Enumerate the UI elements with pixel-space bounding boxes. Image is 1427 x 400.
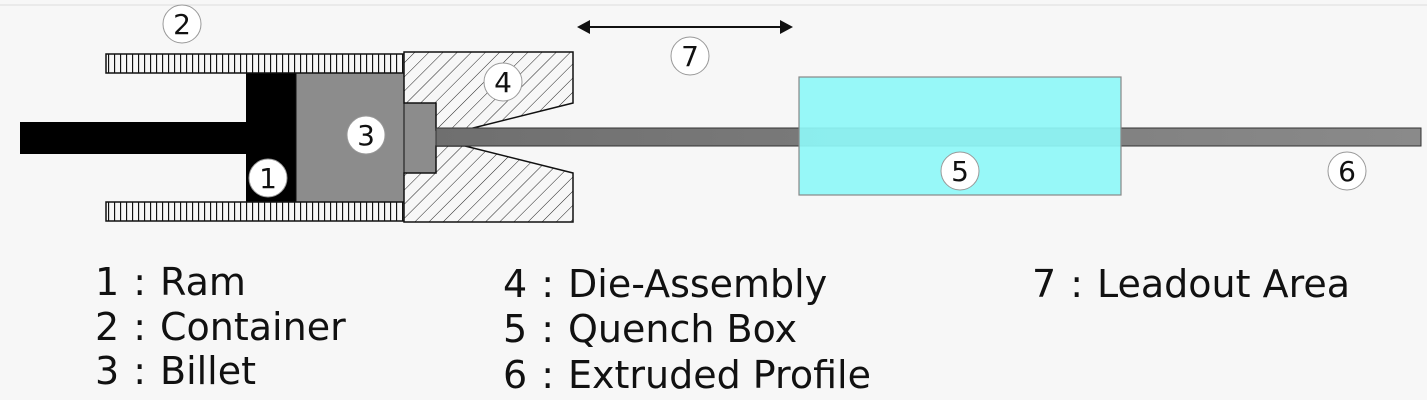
svg-text:4: 4	[494, 66, 512, 99]
svg-text:5: 5	[951, 155, 969, 188]
legend-item-ram: 1: Ram	[95, 263, 246, 301]
legend-number: 7	[1032, 262, 1057, 306]
legend-label: Ram	[160, 260, 246, 304]
svg-text:1: 1	[259, 162, 277, 195]
legend-separator: :	[133, 260, 146, 304]
press-schematic: 2 4 7 3 1 5 6	[0, 4, 1427, 223]
legend-separator: :	[541, 307, 554, 351]
marker-2: 2	[162, 4, 202, 44]
legend-label: Container	[160, 305, 346, 349]
legend-separator: :	[1070, 262, 1083, 306]
svg-text:7: 7	[681, 40, 699, 73]
legend-number: 1	[95, 260, 120, 304]
ram-rod	[20, 122, 250, 154]
legend-item-extruded-profile: 6: Extruded Profile	[503, 356, 871, 394]
legend-number: 2	[95, 305, 120, 349]
marker-3: 3	[346, 115, 386, 155]
svg-text:2: 2	[173, 8, 191, 41]
marker-4: 4	[483, 62, 523, 102]
legend-number: 5	[503, 307, 528, 351]
container-bottom	[105, 201, 405, 222]
leadout-area-arrow	[577, 20, 793, 34]
legend-label: Quench Box	[568, 307, 798, 351]
legend-separator: :	[541, 353, 554, 397]
legend-item-die-assembly: 4: Die-Assembly	[503, 265, 827, 303]
legend-item-container: 2: Container	[95, 308, 346, 346]
legend-item-billet: 3: Billet	[95, 352, 256, 390]
svg-text:3: 3	[357, 119, 375, 152]
legend-label: Extruded Profile	[568, 353, 871, 397]
legend-item-quench-box: 5: Quench Box	[503, 310, 797, 348]
legend-label: Leadout Area	[1097, 262, 1351, 306]
marker-5: 5	[940, 151, 980, 191]
legend-label: Billet	[160, 349, 257, 393]
legend-separator: :	[133, 305, 146, 349]
legend-separator: :	[133, 349, 146, 393]
legend-number: 3	[95, 349, 120, 393]
marker-1: 1	[248, 158, 288, 198]
marker-6: 6	[1327, 151, 1367, 191]
legend-separator: :	[541, 262, 554, 306]
legend-number: 6	[503, 353, 528, 397]
marker-7: 7	[670, 36, 710, 76]
svg-text:6: 6	[1338, 155, 1356, 188]
billet-nose	[403, 102, 437, 174]
legend-item-leadout-area: 7: Leadout Area	[1032, 265, 1350, 303]
legend-number: 4	[503, 262, 528, 306]
container-top	[105, 53, 405, 74]
legend-label: Die-Assembly	[568, 262, 828, 306]
